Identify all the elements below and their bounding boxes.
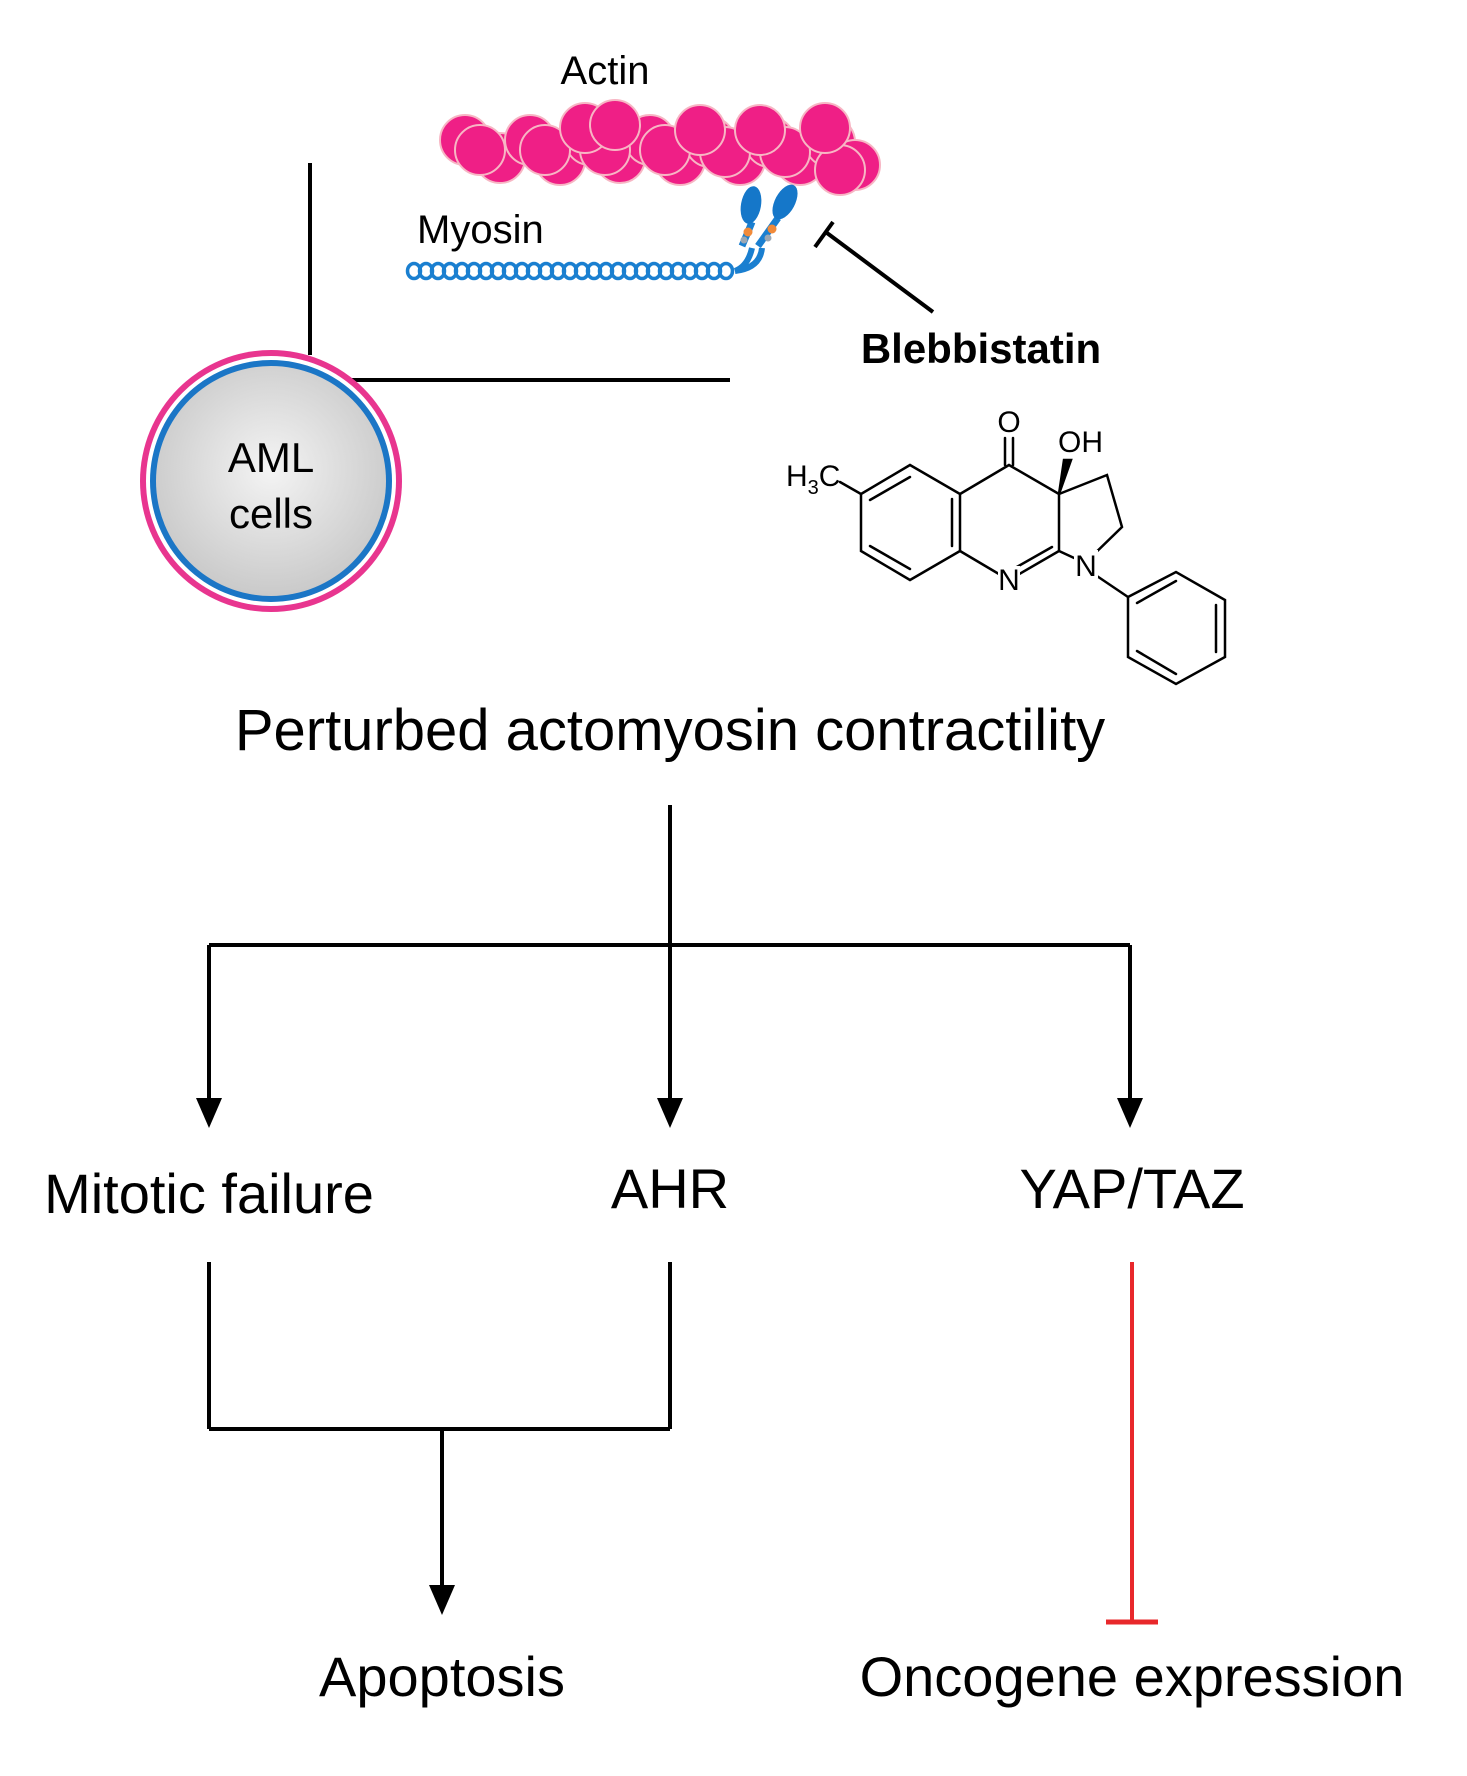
aml-cell [140,350,402,612]
blebbistatin-inhibition-bar [813,220,835,249]
atom-n-ring: N [998,564,1020,597]
blebbistatin-label: Blebbistatin [861,325,1101,372]
oncogene-expression-label: Oncogene expression [860,1645,1405,1708]
arrowheads [196,1098,1143,1615]
myosin-neck [734,247,765,274]
actin-monomer [454,124,506,176]
aml-cell-label-line1: AML [228,434,314,481]
arrowhead-yap [1117,1098,1143,1128]
atom-h3c: H3C [786,460,840,499]
actin-monomer [799,102,851,154]
yap-taz-label: YAP/TAZ [1019,1157,1244,1220]
actin-monomer [589,99,641,151]
blebbistatin-structure-atoms: O OH H3C N N [786,406,1103,597]
myosin-tail-segment [717,261,735,281]
myosin-label: Myosin [417,208,544,252]
arrowhead-apoptosis [429,1585,455,1615]
atom-o: O [997,406,1020,439]
blebbistatin-inhibition-line [825,231,935,314]
aml-cell-label-line2: cells [229,490,313,537]
myosin-heads [738,184,798,249]
myosin-filament-illustration [405,247,765,281]
arrowhead-mitotic [196,1098,222,1128]
actin-filament-illustration [439,99,881,196]
arrowhead-ahr [657,1098,683,1128]
blebbistatin-structure [838,436,1227,686]
actin-monomer [519,124,571,176]
actin-monomer [674,104,726,156]
perturbed-contractility-label: Perturbed actomyosin contractility [235,698,1105,763]
ahr-label: AHR [611,1157,729,1220]
pathway-arrows [207,805,1132,1585]
actin-label: Actin [561,49,650,93]
atom-n-pyrrolidine: N [1075,550,1097,583]
atom-oh: OH [1058,426,1103,459]
apoptosis-label: Apoptosis [319,1645,565,1708]
actin-monomer [734,104,786,156]
mitotic-failure-label: Mitotic failure [44,1162,374,1225]
